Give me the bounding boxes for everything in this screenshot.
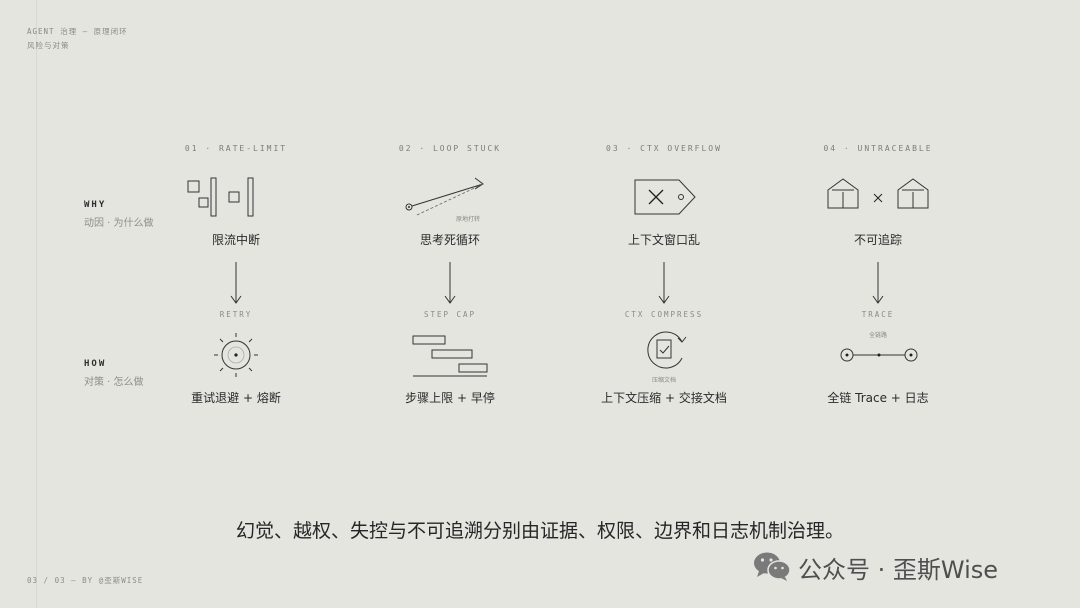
watermark-text: 公众号 · 歪斯Wise xyxy=(798,556,999,584)
context-tag-icon xyxy=(634,179,696,215)
why-row-label: WHY 动因 · 为什么做 xyxy=(84,200,154,229)
page-footer: 03 / 03 — BY @歪斯WISE xyxy=(27,576,144,585)
how-tag-retry: RETRY xyxy=(219,310,253,319)
why-note-loop: 原地打转 xyxy=(455,216,480,223)
wechat-icon xyxy=(754,552,791,581)
loop-arrow-icon xyxy=(405,177,484,216)
step-cap-icon xyxy=(412,335,488,377)
how-tag-step-cap: STEP CAP xyxy=(423,310,477,319)
down-arrow-icon xyxy=(230,262,242,304)
column-title-ctx-overflow: 03 · CTX OVERFLOW xyxy=(606,144,722,153)
retry-backoff-icon xyxy=(214,333,258,377)
header-subtitle: 风险与对策 xyxy=(27,41,70,50)
how-sublabel: 对策 · 怎么做 xyxy=(84,377,144,388)
how-label: HOW xyxy=(84,359,107,369)
why-label-untraceable: 不可追踪 xyxy=(853,233,902,247)
how-note-trace: 全链路 xyxy=(868,332,887,339)
wechat-watermark: 公众号 · 歪斯Wise xyxy=(752,548,1052,584)
summary-caption: 幻觉、越权、失控与不可追溯分别由证据、权限、边界和日志机制治理。 xyxy=(235,520,844,542)
header-title: AGENT 治理 — 原理闭环 xyxy=(27,27,128,36)
down-arrow-icon xyxy=(444,262,456,304)
how-label-trace: 全链 Trace + 日志 xyxy=(827,391,929,405)
how-label-step-cap: 步骤上限 + 早停 xyxy=(405,391,495,405)
trace-link-icon xyxy=(840,348,918,362)
how-note-compress: 压缩文档 xyxy=(651,377,676,384)
margin-rule xyxy=(36,0,37,608)
compress-document-icon xyxy=(647,331,687,369)
how-row-label: HOW 对策 · 怎么做 xyxy=(84,359,144,388)
rate-limit-icon xyxy=(187,177,254,217)
column-title-loop-stuck: 02 · LOOP STUCK xyxy=(398,144,502,153)
how-tag-ctx-compress: CTX COMPRESS xyxy=(624,310,704,319)
why-sublabel: 动因 · 为什么做 xyxy=(84,218,154,229)
why-label: WHY xyxy=(84,200,107,210)
down-arrow-icon xyxy=(872,262,884,304)
disconnected-houses-icon xyxy=(827,178,929,209)
how-label-ctx-compress: 上下文压缩 + 交接文档 xyxy=(601,391,727,405)
column-title-rate-limit: 01 · RATE-LIMIT xyxy=(184,144,288,153)
why-label-loop-stuck: 思考死循环 xyxy=(419,233,480,247)
how-tag-trace: TRACE xyxy=(861,310,895,319)
why-label-rate-limit: 限流中断 xyxy=(211,233,260,247)
column-title-untraceable: 04 · UNTRACEABLE xyxy=(823,144,933,153)
why-label-ctx-overflow: 上下文窗口乱 xyxy=(627,233,700,247)
how-label-retry: 重试退避 + 熔断 xyxy=(191,391,281,405)
down-arrow-icon xyxy=(658,262,670,304)
